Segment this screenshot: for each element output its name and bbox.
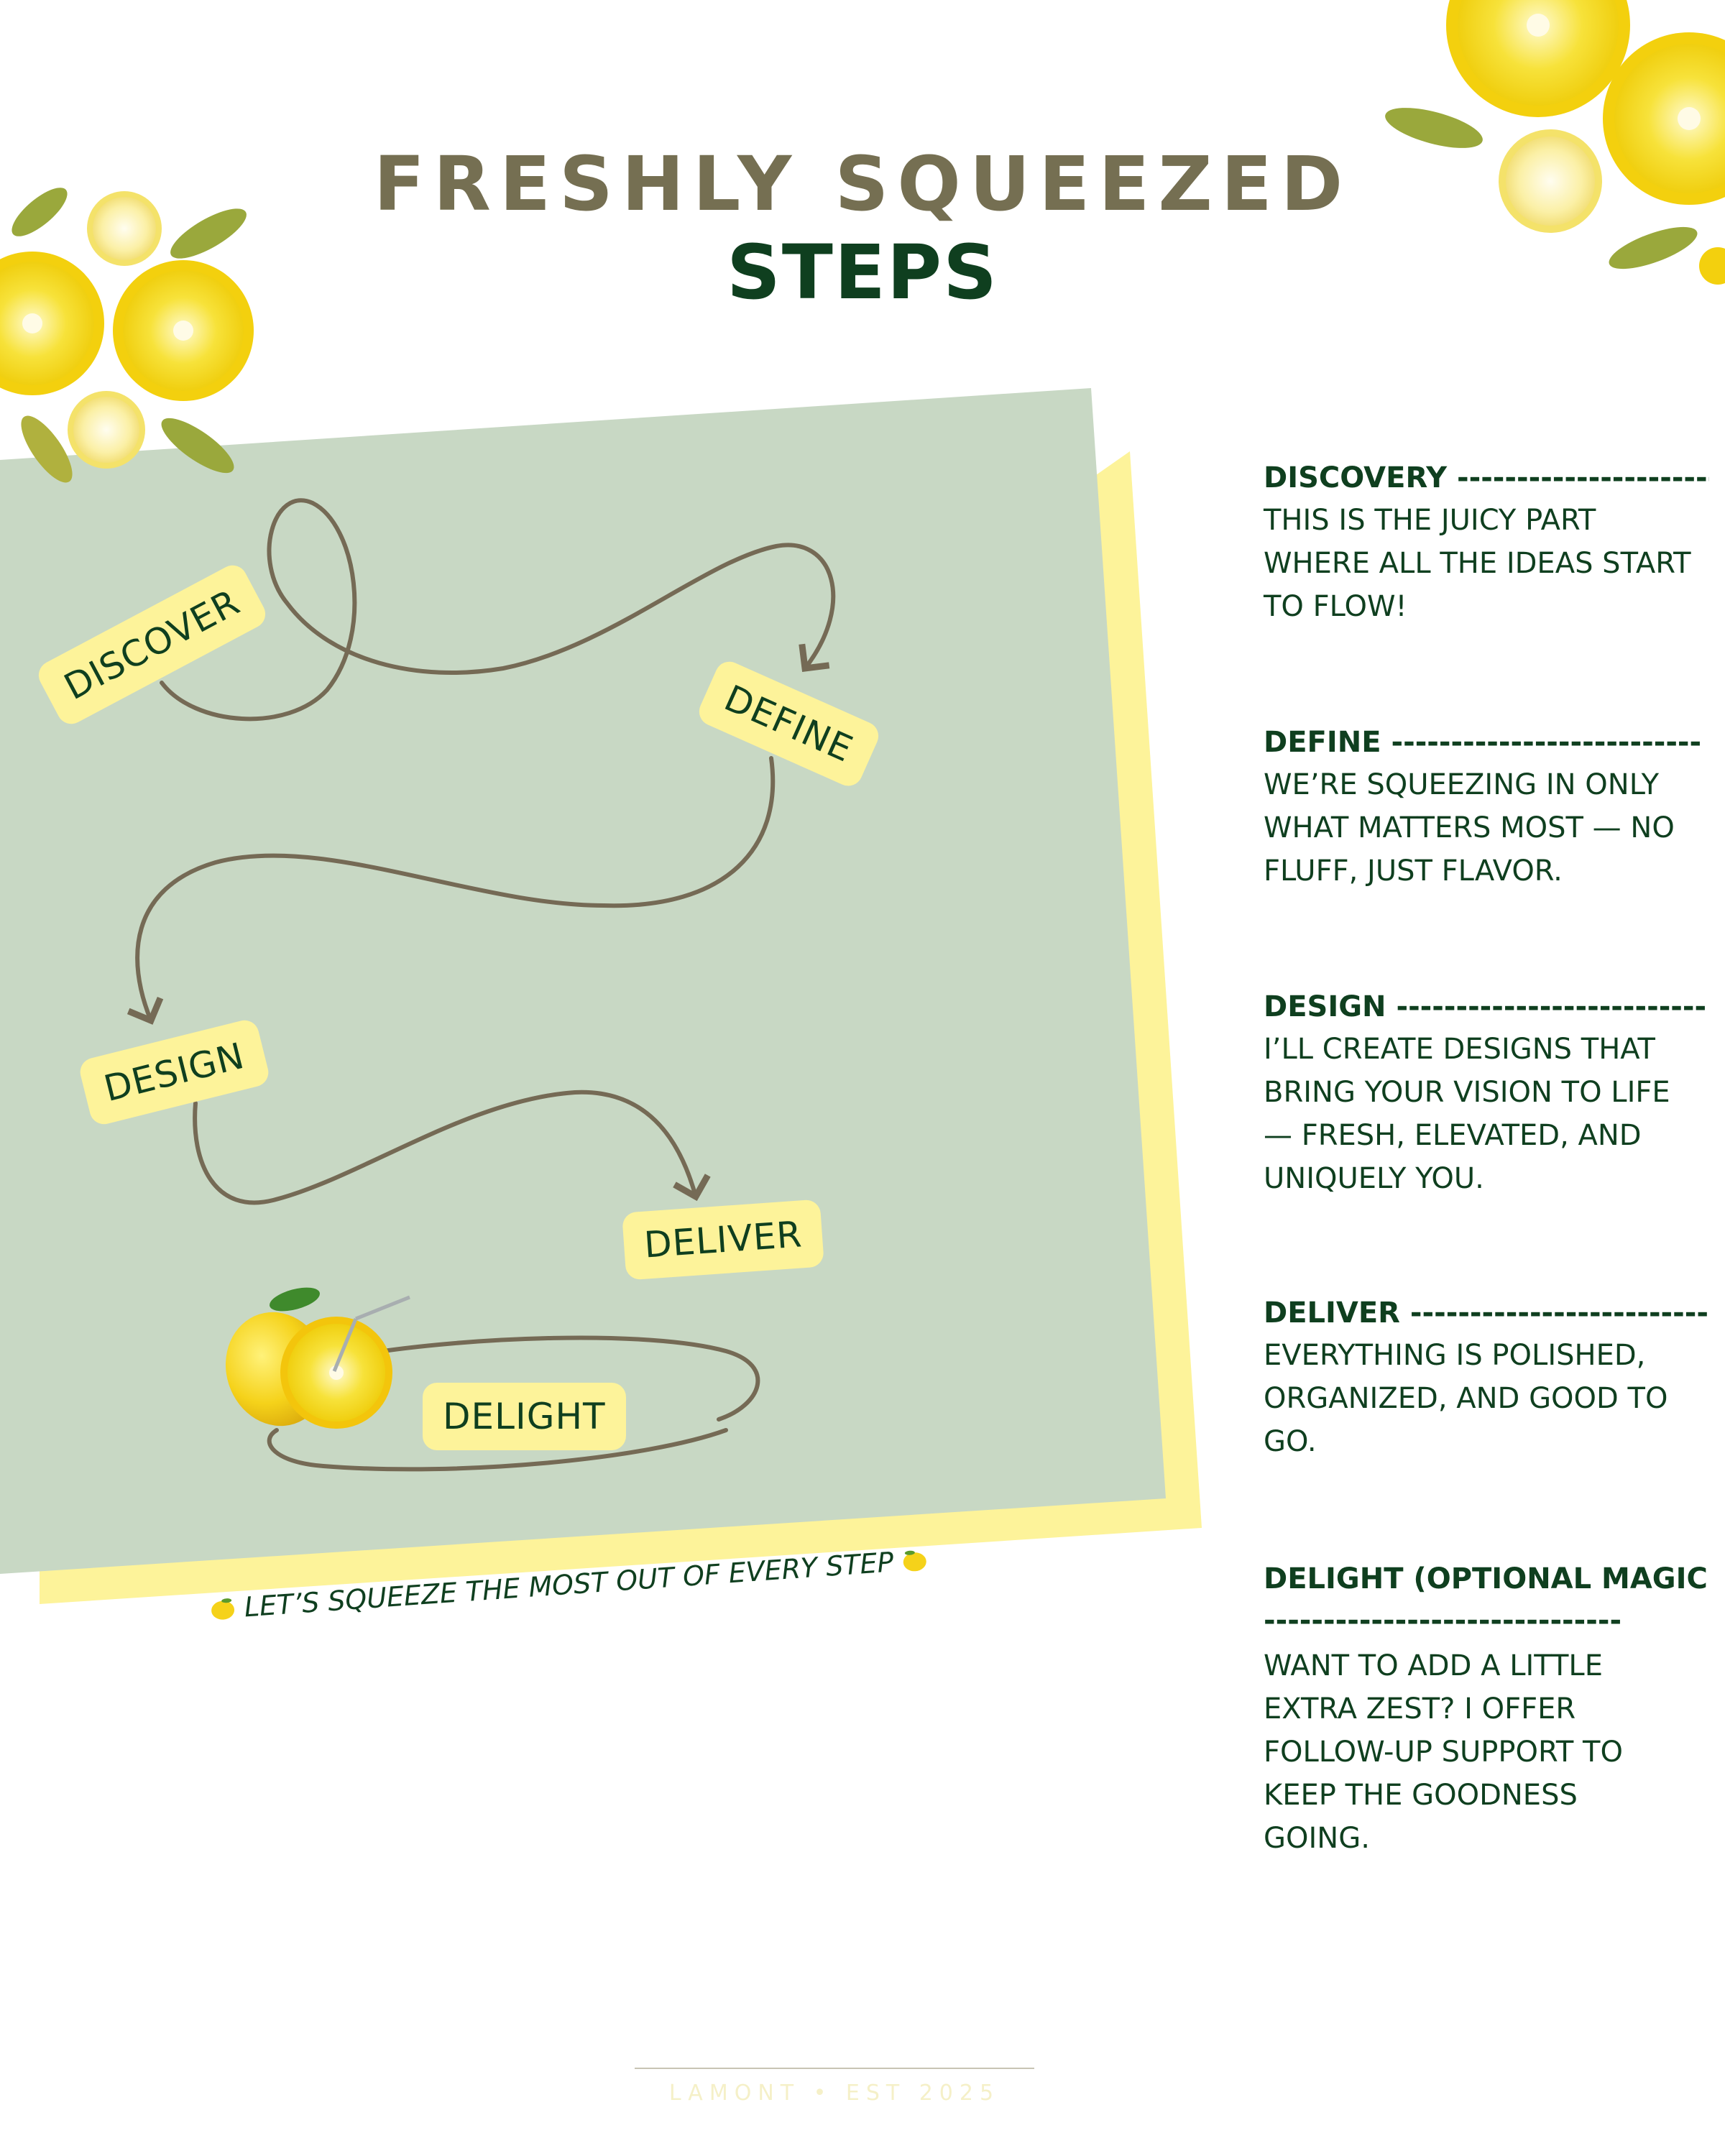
step-title: DELIVER	[1264, 1296, 1400, 1330]
flow-caption: LET’S SQUEEZE THE MOST OUT OF EVERY STEP	[207, 1539, 998, 1626]
step-design: DESIGN -------------------------- I’LL C…	[1264, 986, 1709, 1200]
step-divider: -------------------------	[1409, 1296, 1708, 1330]
lemon-slices-top-left-icon	[0, 188, 254, 483]
flow-line-design-deliver	[193, 1089, 711, 1205]
footer-brand: LAMONT • EST 2025	[668, 2081, 1000, 2106]
flow-line-delight-swirl	[267, 1335, 760, 1472]
tag-deliver: DELIVER	[622, 1199, 825, 1281]
page-title-line1: FRESHLY SQUEEZED	[373, 140, 1352, 228]
step-divider: --------------------------	[1396, 990, 1707, 1023]
step-description: I’LL CREATE DESIGNS THAT BRING YOUR VISI…	[1264, 1033, 1670, 1195]
step-delight: DELIGHT (OPTIONAL MAGIC) ---------------…	[1264, 1558, 1709, 1860]
flow-line-define-design	[126, 756, 776, 1025]
step-divider: ----------------------	[1456, 461, 1709, 494]
step-define: DEFINE -------------------------- WE’RE …	[1264, 722, 1709, 893]
step-divider: --------------------------------	[1264, 1604, 1623, 1637]
footer-divider	[635, 2068, 1034, 2069]
step-description: WANT TO ADD A LITTLE EXTRA ZEST? I OFFER…	[1264, 1649, 1623, 1855]
page-title-line2: STEPS	[726, 229, 998, 316]
step-title: DISCOVERY	[1264, 461, 1448, 494]
step-title: DELIGHT (OPTIONAL MAGIC)	[1264, 1562, 1709, 1595]
step-description: EVERYTHING IS POLISHED, ORGANIZED, AND G…	[1264, 1339, 1668, 1458]
step-divider: --------------------------	[1391, 726, 1702, 759]
step-title: DEFINE	[1264, 726, 1381, 759]
tag-delight: DELIGHT	[423, 1383, 626, 1450]
step-deliver: DELIVER ------------------------- EVERYT…	[1264, 1292, 1709, 1463]
lemon-icon	[903, 1550, 927, 1572]
step-discovery: DISCOVERY ---------------------- THIS IS…	[1264, 457, 1709, 628]
flow-line-discover-define	[160, 498, 836, 722]
step-title: DESIGN	[1264, 990, 1386, 1023]
lemon-slices-top-right-icon	[1385, 0, 1725, 285]
step-description: WE’RE SQUEEZING IN ONLY WHAT MATTERS MOS…	[1264, 768, 1675, 888]
lemon-drink-icon	[225, 1287, 410, 1429]
step-description: THIS IS THE JUICY PART WHERE ALL THE IDE…	[1264, 504, 1691, 623]
lemon-icon	[211, 1598, 235, 1620]
